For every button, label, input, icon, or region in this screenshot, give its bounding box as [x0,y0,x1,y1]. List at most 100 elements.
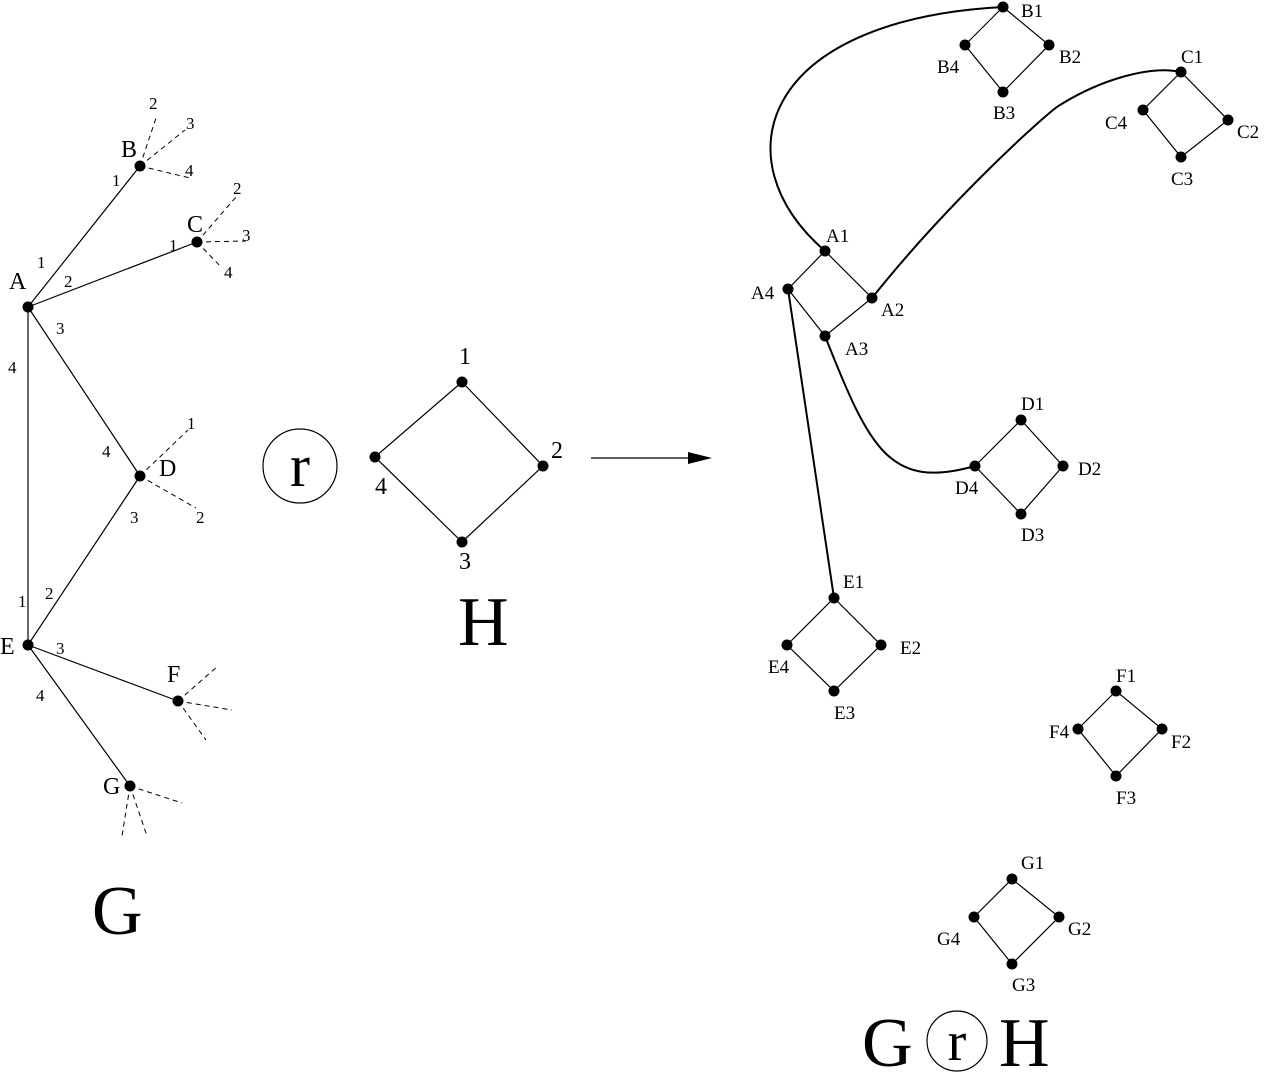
vertex-label: B3 [993,103,1015,124]
vertex-label-h-3: 3 [459,549,471,575]
port-label: 4 [8,358,17,377]
port-label: 2 [196,508,205,527]
stub-d-2 [139,475,197,509]
product-vertex-labels: A1 A2 A3 A4 B1 B2 B3 B4 C1 C2 C3 C4 D1 D… [751,1,1259,996]
port-label: 2 [45,584,54,603]
port-label: 2 [149,94,158,113]
product-vertices [781,1,1234,970]
stub-g-2 [129,785,148,837]
vertex-label: F3 [1116,788,1136,809]
edge-a-d [27,306,141,477]
stub-f-1 [177,665,219,702]
port-label: 2 [64,272,73,291]
stub-d-1 [139,429,189,477]
vertex-label: E4 [768,657,790,678]
vertex-label: B1 [1021,1,1043,22]
vertex-label-h-1: 1 [459,344,471,370]
vertex-label: G3 [1012,975,1035,996]
vertex-d3 [1015,508,1027,520]
graph-g-port-labels: 1 1 2 1 3 4 4 3 2 1 3 4 2 3 4 2 3 4 1 2 [8,94,251,705]
vertex-b4 [959,39,971,51]
product-operator-circle [926,1010,988,1072]
vertex-label: F2 [1171,732,1191,753]
stub-b-3 [139,129,186,167]
vertex-label: C2 [1237,122,1259,143]
square-c [1142,71,1229,158]
operator-circle [262,428,338,504]
vertex-b3 [997,86,1009,98]
vertex-label-e: E [0,634,15,660]
vertex-d2 [1057,460,1069,472]
vertex-h-1 [456,376,468,388]
vertex-c3 [1175,151,1187,163]
vertex-label: F1 [1116,666,1136,687]
stub-g-1 [129,785,183,804]
vertex-a4 [782,283,794,295]
vertex-label: D4 [955,478,979,499]
vertex-f1 [1110,685,1122,697]
vertex-a1 [819,245,831,257]
vertex-label: G2 [1068,919,1091,940]
square-h-edges [374,381,544,543]
edge-e-g [27,644,131,787]
graph-g [27,165,198,787]
vertex-label: A3 [845,339,868,360]
vertex-a2 [866,292,878,304]
vertex-e [22,639,34,651]
graph-g-title: G [92,873,143,950]
port-label: 3 [56,319,65,338]
vertex-g2 [1053,911,1065,923]
edge-a2-c1 [871,69,1182,299]
vertex-label-c: C [187,212,203,238]
vertex-a [22,301,34,313]
vertex-label: B2 [1059,47,1081,68]
vertex-label: B4 [937,57,960,78]
vertex-c2 [1222,114,1234,126]
port-label: 3 [186,114,195,133]
vertex-b [134,160,146,172]
vertex-label: D3 [1021,525,1044,546]
vertex-label-d: D [159,456,176,482]
vertex-a3 [819,330,831,342]
vertex-g1 [1006,873,1018,885]
stub-c-4 [196,241,223,269]
square-d [974,419,1064,515]
port-label: 3 [242,226,251,245]
vertex-c [191,236,203,248]
vertex-f2 [1156,723,1168,735]
vertex-e1 [828,592,840,604]
port-label: 3 [56,639,65,658]
vertex-e2 [875,639,887,651]
product-title-right: H [999,1005,1050,1075]
vertex-e3 [828,685,840,697]
vertex-label: F4 [1049,722,1070,743]
stub-g-3 [121,785,131,837]
edge-a-b [27,165,141,308]
vertex-b1 [997,1,1009,13]
stub-f-2 [177,700,233,711]
vertex-c4 [1137,104,1149,116]
vertex-label: C3 [1171,169,1193,190]
square-a [787,250,873,337]
port-label: 4 [102,442,111,461]
stub-c-3 [196,240,247,243]
vertex-h-3 [456,536,468,548]
port-label: 1 [187,414,196,433]
port-label: 4 [36,686,45,705]
arrow-head [688,452,712,464]
vertex-label: E1 [843,572,864,593]
vertex-label-b: B [121,137,137,163]
stub-b-2 [139,114,158,167]
vertex-label-h-2: 2 [551,438,563,464]
stub-edges [121,114,247,837]
vertex-g4 [968,911,980,923]
vertex-label: C1 [1181,47,1203,68]
vertex-h-4 [369,451,381,463]
vertex-g3 [1006,958,1018,970]
port-label: 1 [37,253,46,272]
vertex-label: G4 [937,929,961,950]
stub-f-3 [177,700,207,741]
stub-c-2 [196,196,237,243]
port-label: 2 [233,179,242,198]
